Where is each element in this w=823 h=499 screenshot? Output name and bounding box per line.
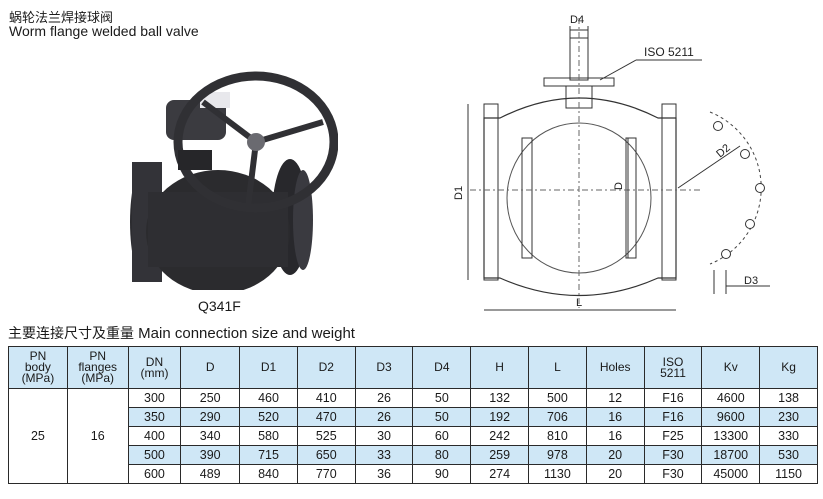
- table-row: 500 390 715 650 33 80 259 978 20 F30 187…: [9, 445, 818, 465]
- table-cell: 13300: [701, 426, 761, 446]
- table-cell: 500: [528, 388, 587, 408]
- table-cell: 45000: [701, 464, 761, 484]
- table-cell: 580: [239, 426, 298, 446]
- header-pn-flanges: PN flanges (MPa): [66, 346, 129, 389]
- table-cell: 525: [296, 426, 356, 446]
- photo-caption: Q341F: [198, 298, 241, 314]
- label-l: L: [576, 297, 582, 309]
- label-d2: D2: [714, 142, 732, 160]
- table-row: 400 340 580 525 30 60 242 810 16 F25 133…: [9, 426, 818, 446]
- table-cell: F30: [643, 464, 703, 484]
- table-cell: 132: [470, 388, 530, 408]
- header-kg: Kg: [759, 346, 818, 389]
- header-holes: Holes: [585, 346, 645, 389]
- table-cell: 50: [412, 407, 472, 427]
- table-cell: 50: [412, 388, 472, 408]
- table-cell: 250: [180, 388, 241, 408]
- table-cell: F30: [643, 445, 703, 465]
- table-cell: 770: [296, 464, 356, 484]
- table-cell: 1150: [759, 464, 818, 484]
- table-cell: 460: [239, 388, 298, 408]
- table-cell: 300: [127, 388, 182, 408]
- table-cell: 36: [354, 464, 414, 484]
- label-d: D: [613, 182, 625, 190]
- table-title-en: Main connection size and weight: [138, 325, 355, 342]
- cell-pn-body: 25: [8, 388, 68, 484]
- table-body: 25 16 300 250 460 410 26 50 132 500 12 F…: [8, 388, 818, 484]
- header-d3: D3: [354, 346, 414, 389]
- header-d1: D1: [239, 346, 298, 389]
- table-cell: F25: [643, 426, 703, 446]
- table-cell: 20: [585, 445, 645, 465]
- table-cell: 242: [470, 426, 530, 446]
- header-h: H: [470, 346, 530, 389]
- header-d2: D2: [296, 346, 356, 389]
- table-cell: F16: [643, 407, 703, 427]
- table-cell: 9600: [701, 407, 761, 427]
- header-pn-body: PN body (MPa): [8, 346, 68, 389]
- table-cell: 16: [585, 407, 645, 427]
- table-cell: 16: [585, 426, 645, 446]
- table-cell: 330: [759, 426, 818, 446]
- table-cell: 33: [354, 445, 414, 465]
- table-title: 主要连接尺寸及重量 Main connection size and weigh…: [8, 323, 355, 343]
- table-cell: 274: [470, 464, 530, 484]
- table-cell: 400: [127, 426, 182, 446]
- header-d: D: [180, 346, 241, 389]
- header-l: L: [528, 346, 587, 389]
- label-d4: D4: [570, 14, 584, 26]
- technical-drawing: D4 ISO 5211 D2 D1 D D3 L: [453, 14, 770, 311]
- table-cell: 18700: [701, 445, 761, 465]
- table-cell: 230: [759, 407, 818, 427]
- table-cell: 26: [354, 407, 414, 427]
- table-cell: 500: [127, 445, 182, 465]
- table-cell: 90: [412, 464, 472, 484]
- spec-table: PN body (MPa) PN flanges (MPa) DN (mm) D…: [8, 346, 818, 484]
- header-d4: D4: [412, 346, 472, 389]
- table-cell: 650: [296, 445, 356, 465]
- title-chinese: 蜗轮法兰焊接球阀: [9, 11, 114, 26]
- table-cell: F16: [643, 388, 703, 408]
- table-cell: 600: [127, 464, 182, 484]
- table-cell: 410: [296, 388, 356, 408]
- table-cell: 138: [759, 388, 818, 408]
- table-cell: 340: [180, 426, 241, 446]
- table-cell: 489: [180, 464, 241, 484]
- header-kv: Kv: [701, 346, 761, 389]
- table-header-row: PN body (MPa) PN flanges (MPa) DN (mm) D…: [8, 346, 818, 389]
- table-cell: 470: [296, 407, 356, 427]
- table-cell: 26: [354, 388, 414, 408]
- valve-photo: [130, 71, 338, 290]
- table-cell: 4600: [701, 388, 761, 408]
- table-title-cn: 主要连接尺寸及重量: [8, 326, 134, 342]
- table-cell: 350: [127, 407, 182, 427]
- table-cell: 390: [180, 445, 241, 465]
- header-iso: ISO 5211: [643, 346, 703, 389]
- table-cell: 12: [585, 388, 645, 408]
- table-cell: 192: [470, 407, 530, 427]
- table-cell: 810: [528, 426, 587, 446]
- table-cell: 60: [412, 426, 472, 446]
- table-cell: 1130: [528, 464, 587, 484]
- table-cell: 80: [412, 445, 472, 465]
- table-row: 25 16 300 250 460 410 26 50 132 500 12 F…: [8, 388, 818, 484]
- table-cell: 290: [180, 407, 241, 427]
- table-cell: 706: [528, 407, 587, 427]
- title-english: Worm flange welded ball valve: [9, 23, 199, 39]
- table-cell: 978: [528, 445, 587, 465]
- table-cell: 20: [585, 464, 645, 484]
- label-iso: ISO 5211: [644, 45, 694, 59]
- table-cell: 259: [470, 445, 530, 465]
- label-d3: D3: [744, 275, 758, 287]
- table-cell: 715: [239, 445, 298, 465]
- table-row: 600 489 840 770 36 90 274 1130 20 F30 45…: [9, 464, 818, 484]
- table-cell: 530: [759, 445, 818, 465]
- table-cell: 30: [354, 426, 414, 446]
- label-d1: D1: [453, 186, 465, 200]
- table-cell: 520: [239, 407, 298, 427]
- table-cell: 840: [239, 464, 298, 484]
- table-row: 350 290 520 470 26 50 192 706 16 F16 960…: [9, 407, 818, 427]
- cell-pn-flanges: 16: [66, 388, 129, 484]
- header-dn: DN (mm): [127, 346, 182, 389]
